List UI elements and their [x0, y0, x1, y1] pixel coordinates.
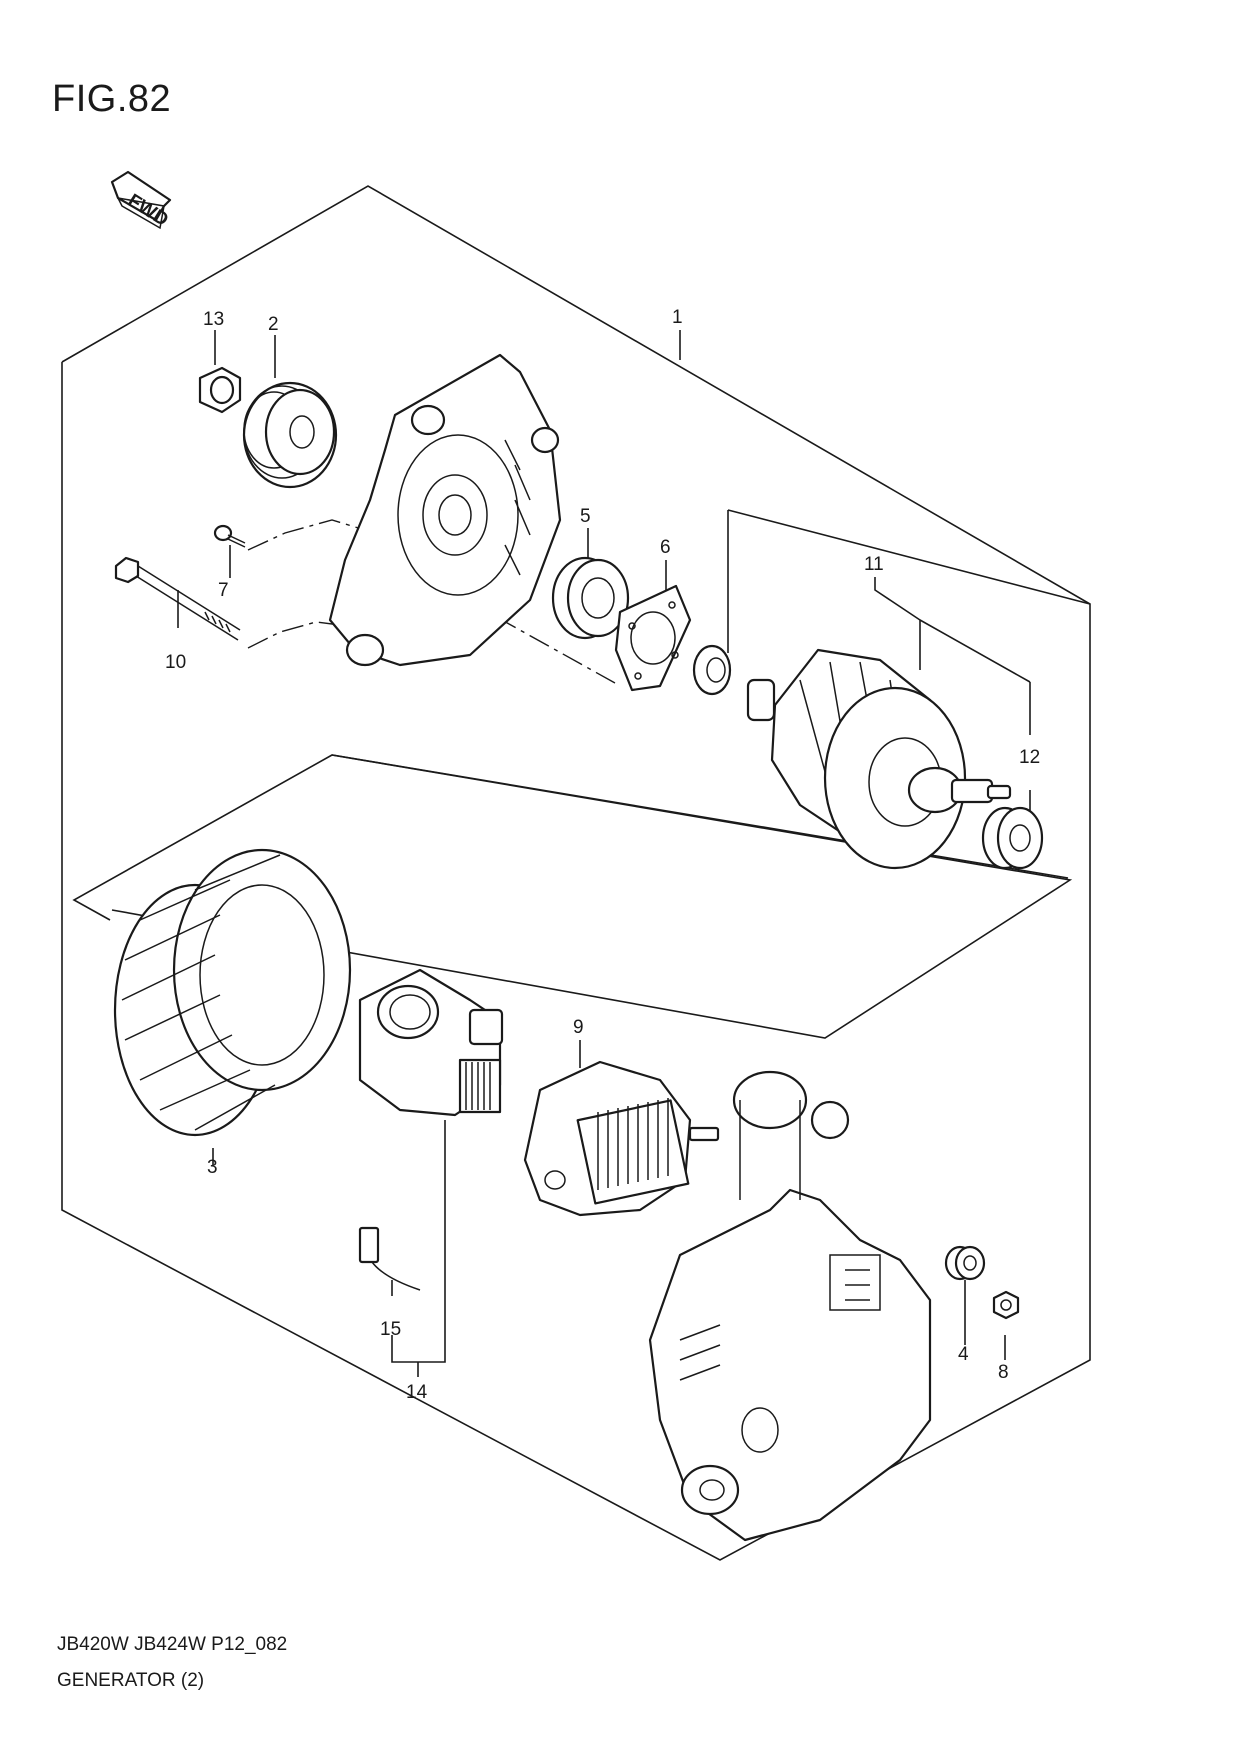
rotor-part-11	[746, 648, 1012, 870]
fwd-arrow-icon: FWD	[110, 170, 172, 231]
callout-labels: 1 2 3 4 5 6 7 8 9 10 11 12 13 14 15	[165, 307, 1040, 1403]
rectifier-part-9	[523, 1060, 720, 1217]
connector-part-15	[358, 1226, 421, 1291]
bearing-part-5	[551, 556, 630, 640]
screw-part-7	[213, 524, 246, 548]
callout-5: 5	[580, 506, 591, 527]
bushing-part-4	[944, 1245, 986, 1281]
collar-part	[692, 644, 732, 696]
regulator-part-14	[358, 968, 504, 1117]
callout-4: 4	[958, 1344, 969, 1365]
assembly-frame	[61, 185, 1091, 1561]
callout-14: 14	[406, 1382, 428, 1403]
inner-frame	[72, 754, 1073, 1039]
callout-2: 2	[268, 314, 279, 335]
callout-6: 6	[660, 537, 671, 558]
pulley-part-2	[242, 381, 338, 489]
callout-3: 3	[207, 1157, 218, 1178]
rear-housing	[648, 1070, 932, 1542]
callout-13: 13	[203, 309, 224, 330]
callout-10: 10	[165, 652, 186, 673]
callout-15: 15	[380, 1319, 401, 1340]
callout-11: 11	[864, 554, 884, 575]
callout-9: 9	[573, 1017, 584, 1038]
callout-12: 12	[1019, 747, 1040, 768]
callout-1: 1	[672, 307, 683, 328]
through-bolt-part-10	[114, 556, 241, 641]
figure-title: FIG.82	[52, 78, 172, 120]
bearing-retainer-plate-part-6	[614, 584, 692, 692]
pulley-nut-part-13	[198, 366, 242, 414]
leader-lines	[177, 330, 1091, 1377]
nut-part-8	[992, 1290, 1020, 1320]
section-title: GENERATOR (2)	[57, 1670, 205, 1691]
stator-part-3	[113, 848, 352, 1137]
callout-7: 7	[218, 580, 229, 601]
callout-8: 8	[998, 1362, 1009, 1383]
alignment-lines	[247, 519, 616, 684]
rear-bearing-part-12	[981, 806, 1044, 870]
model-code: JB420W JB424W P12_082	[57, 1634, 288, 1655]
front-housing	[328, 353, 562, 667]
